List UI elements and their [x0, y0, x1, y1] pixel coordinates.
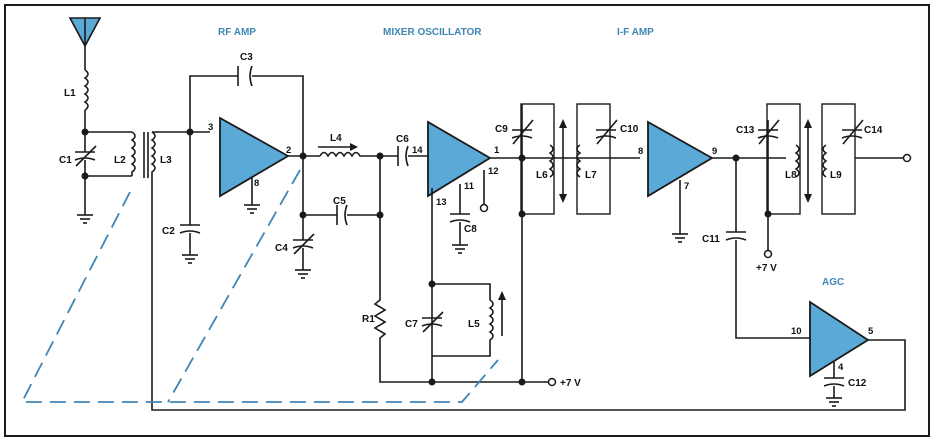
inductor-l4 — [319, 151, 398, 158]
label-c3: C3 — [240, 52, 253, 63]
label-l5: L5 — [468, 319, 480, 330]
c3-feedback-wire — [189, 75, 304, 156]
label-c13: C13 — [736, 125, 755, 136]
agc-pin-out: 5 — [868, 326, 874, 337]
rf-pin-gnd: 8 — [254, 178, 259, 189]
mixer-pin-in: 14 — [412, 145, 423, 156]
ganged-tuning-dashed-line-2 — [167, 169, 301, 403]
agc-title: AGC — [822, 277, 844, 288]
ground-icon — [452, 244, 468, 254]
ground-icon — [77, 214, 93, 224]
mixer-pin-11: 11 — [464, 181, 475, 192]
l9-tank-box — [821, 103, 856, 215]
label-c4: C4 — [275, 243, 288, 254]
label-c2: C2 — [162, 226, 175, 237]
inductor-l3 — [150, 131, 156, 178]
mixer-supply-label: +7 V — [560, 378, 581, 389]
antenna-icon — [68, 17, 102, 70]
capacitor-c1 — [74, 132, 97, 176]
label-c6: C6 — [396, 134, 409, 145]
label-l3: L3 — [160, 155, 172, 166]
rf-pin-out: 2 — [286, 145, 291, 156]
agc-amplifier — [809, 300, 870, 378]
agc-pin-4: 4 — [838, 362, 844, 373]
inductor-l1 — [83, 69, 89, 111]
label-l6: L6 — [536, 170, 548, 181]
agc-pin-in: 10 — [791, 326, 802, 337]
rf-pin-in: 3 — [208, 122, 213, 133]
label-r1: R1 — [362, 314, 375, 325]
inductor-l2 — [130, 131, 136, 176]
inductor-l8 — [794, 144, 800, 178]
l7-tank-box — [576, 103, 611, 215]
label-c9: C9 — [495, 124, 508, 135]
label-l4: L4 — [330, 133, 342, 144]
mixer-pin-13: 13 — [436, 197, 447, 208]
if-pin-gnd: 7 — [684, 181, 689, 192]
l6-tank-box — [520, 103, 555, 215]
mixer-supply-terminal — [547, 377, 557, 387]
label-c1: C1 — [59, 155, 72, 166]
inductor-l6 — [548, 144, 554, 178]
if-amplifier — [647, 120, 714, 198]
resistor-r1 — [373, 156, 548, 383]
label-c8: C8 — [464, 224, 477, 235]
agc-input-wire — [735, 240, 810, 339]
ground-icon — [244, 204, 260, 214]
label-l1: L1 — [64, 88, 76, 99]
label-l8: L8 — [785, 170, 797, 181]
outer-border — [4, 4, 930, 437]
mixer-amplifier — [427, 120, 492, 198]
if-pin-in: 8 — [638, 146, 643, 157]
label-c5: C5 — [333, 196, 346, 207]
mixer-oscillator-title: MIXER OSCILLATOR — [383, 27, 482, 38]
label-c11: C11 — [702, 234, 720, 245]
l8-tank-box — [766, 103, 801, 215]
if-supply-label: +7 V — [756, 263, 777, 274]
ganged-tuning-dashed-line — [20, 191, 499, 403]
inductor-l7 — [576, 144, 582, 178]
l2-connections — [85, 131, 132, 177]
label-l2: L2 — [114, 155, 126, 166]
rf-amplifier — [219, 116, 290, 198]
label-l7: L7 — [585, 170, 597, 181]
label-c7: C7 — [405, 319, 418, 330]
output-terminal — [902, 153, 912, 163]
agc-feedback-wire — [151, 178, 906, 411]
label-c12: C12 — [848, 378, 867, 389]
mixer-pin-12: 12 — [488, 166, 499, 177]
if-pin-out: 9 — [712, 146, 717, 157]
ground-icon — [182, 254, 198, 264]
rf-amp-title: RF AMP — [218, 27, 256, 38]
inductor-l5 — [432, 283, 494, 357]
label-c10: C10 — [620, 124, 639, 135]
label-c14: C14 — [864, 125, 883, 136]
mixer-pin-out: 1 — [494, 145, 500, 156]
ground-icon — [826, 397, 842, 407]
ground-icon — [672, 233, 688, 243]
if-amp-title: I-F AMP — [617, 27, 654, 38]
inductor-l9 — [822, 144, 828, 178]
label-l9: L9 — [830, 170, 842, 181]
ground-icon — [295, 269, 311, 279]
